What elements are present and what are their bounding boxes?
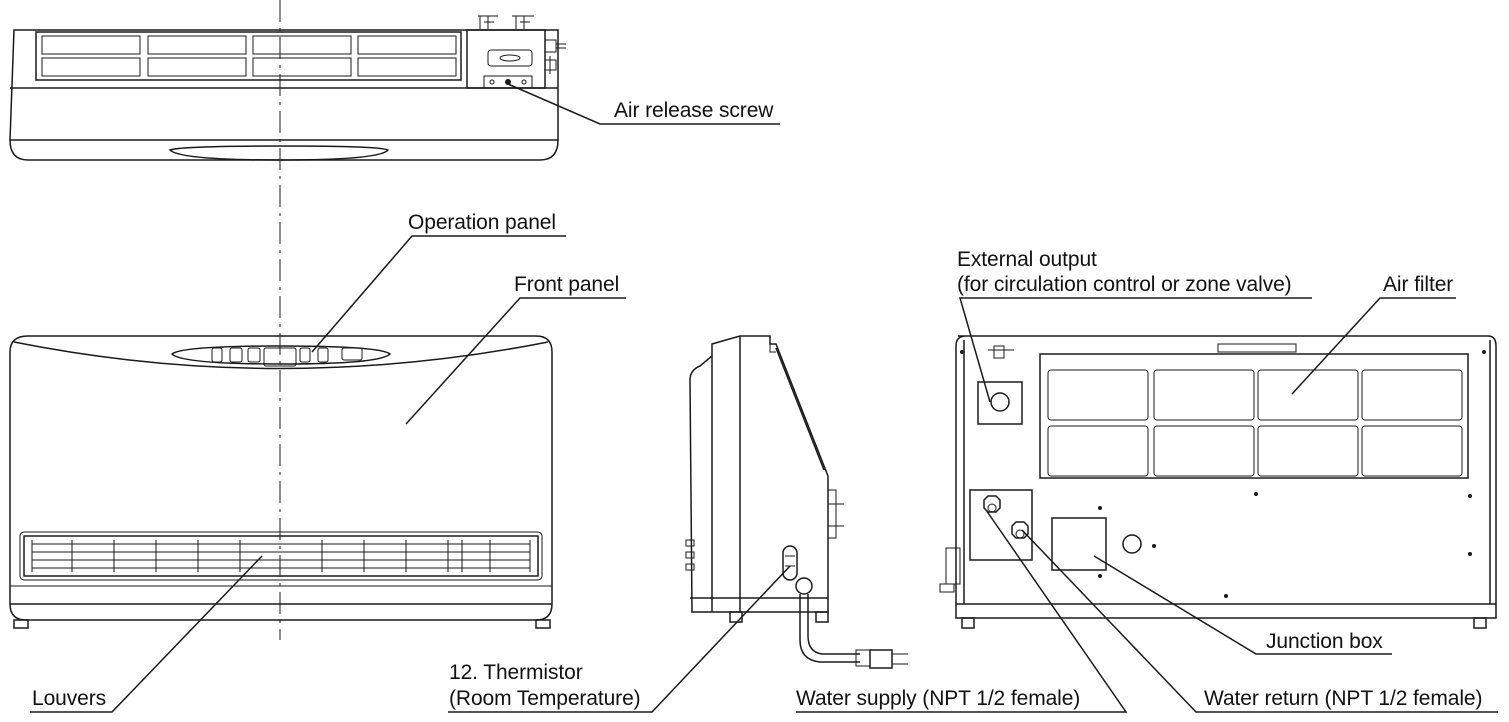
operation-panel-label: Operation panel xyxy=(408,211,556,234)
front-panel-label: Front panel xyxy=(514,273,620,296)
external-output-label: External output xyxy=(957,248,1097,271)
rear-view xyxy=(939,335,1497,629)
top-view xyxy=(9,15,566,161)
external-output-sublabel: (for circulation control or zone valve) xyxy=(957,273,1292,296)
thermistor-label: 12. Thermistor xyxy=(449,661,583,684)
front-view xyxy=(9,335,553,629)
water-supply-label: Water supply (NPT 1/2 female) xyxy=(796,687,1081,710)
air-filter-label: Air filter xyxy=(1383,273,1454,296)
water-return-label: Water return (NPT 1/2 female) xyxy=(1204,687,1483,710)
air-release-screw-label: Air release screw xyxy=(614,99,774,122)
junction-box-label: Junction box xyxy=(1266,630,1383,653)
leader-lines xyxy=(30,83,1498,713)
side-view xyxy=(685,335,908,669)
louvers-label: Louvers xyxy=(32,687,107,710)
thermistor-sublabel: (Room Temperature) xyxy=(449,687,641,710)
